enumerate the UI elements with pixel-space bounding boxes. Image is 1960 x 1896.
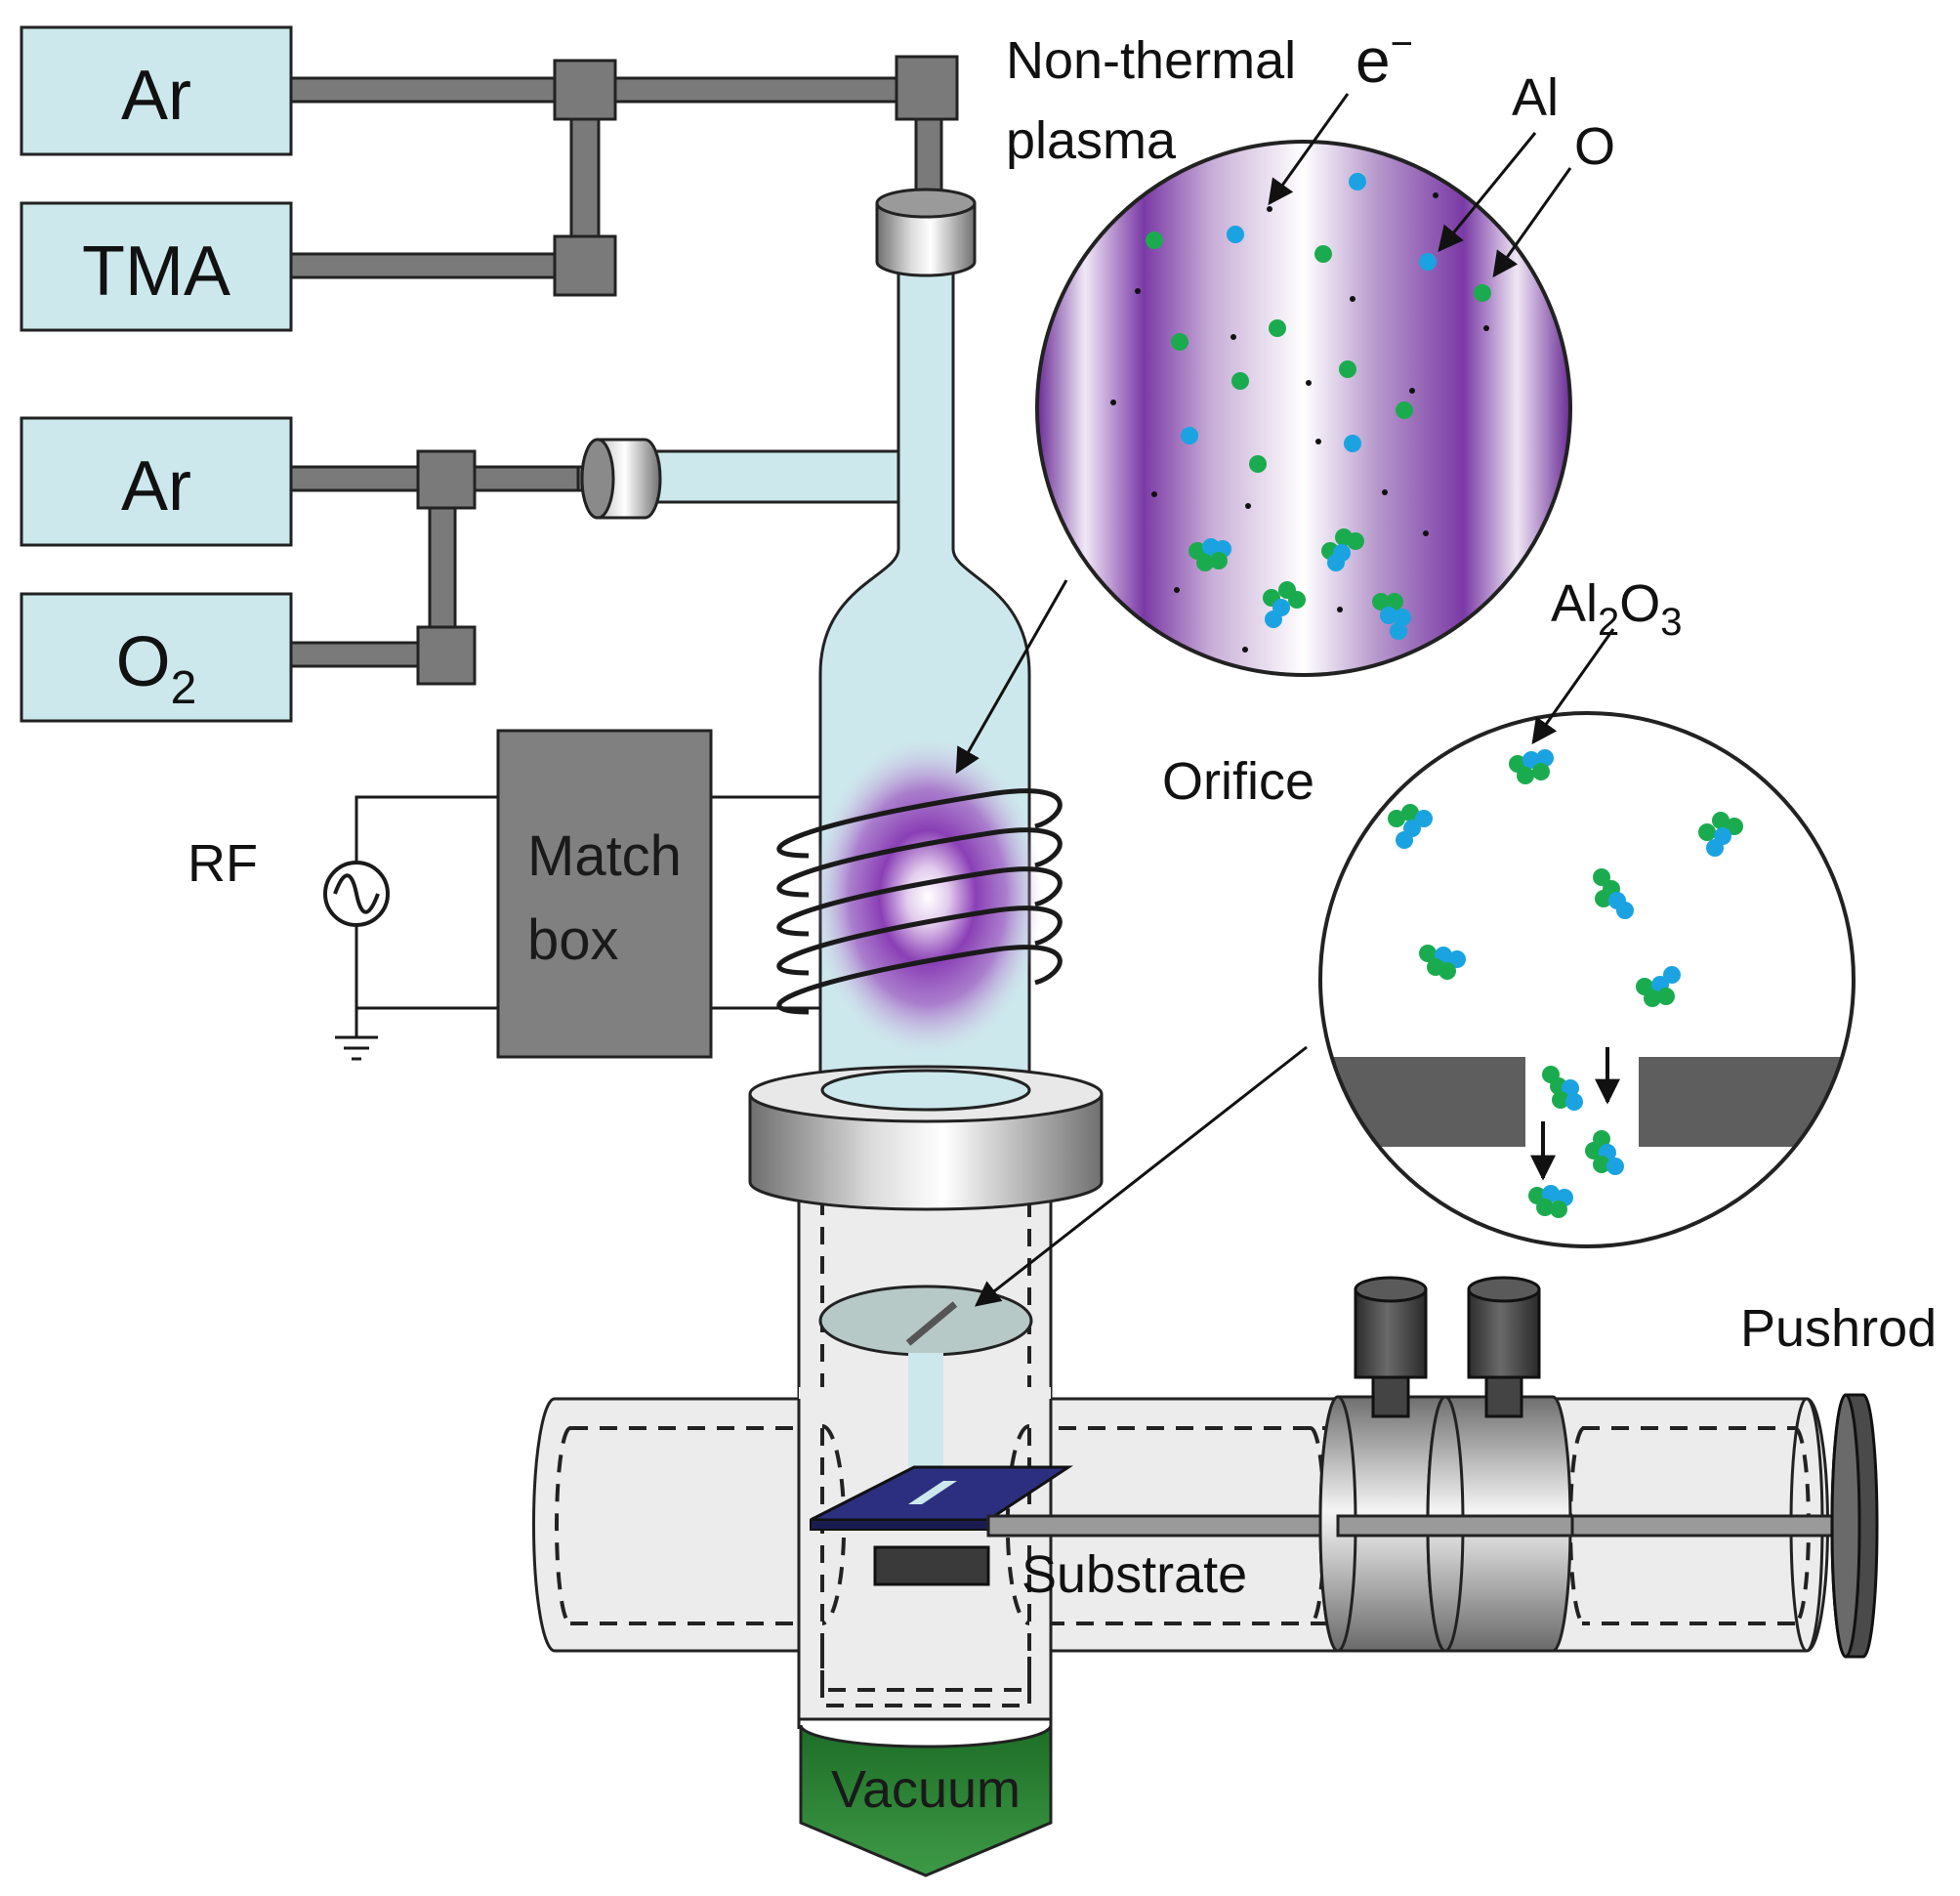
- gas-label-tma: TMA: [82, 232, 230, 311]
- gas-label-o2: O2: [116, 623, 197, 714]
- knob-2: [1467, 1276, 1541, 1418]
- vacuum-label: Vacuum: [831, 1760, 1021, 1819]
- rf-label: RF: [188, 834, 258, 893]
- al2o3-clusters-orifice: [1388, 749, 1743, 1218]
- flange: [748, 1065, 1104, 1211]
- orifice-magnified-view: [1318, 711, 1856, 1248]
- valve-junction-2: [553, 234, 617, 297]
- match-box: Match box: [496, 729, 713, 1059]
- valve-junction-4: [416, 449, 477, 510]
- plasma-particles: [1110, 173, 1491, 653]
- electron-pointer: [1268, 93, 1350, 206]
- o-label: O: [1574, 117, 1615, 176]
- gas-source-ar-bottom: Ar: [20, 416, 293, 547]
- al2o3-pointer: [1531, 628, 1615, 745]
- rf-coil: [776, 788, 1063, 1015]
- rf-circuit: [335, 795, 820, 1061]
- gas-source-o2: O2: [20, 592, 293, 723]
- match-box-label-1: Match: [527, 824, 682, 888]
- plasma-glow: [813, 738, 1043, 1055]
- pushrod-handle: [1830, 1393, 1879, 1659]
- gas-source-tma: TMA: [20, 201, 293, 332]
- plasma-magnified-view: [1035, 140, 1572, 677]
- al2o3-label: Al2O3: [1551, 574, 1683, 644]
- substrate-label: Substrate: [1022, 1545, 1247, 1604]
- gas-label-ar-bottom: Ar: [121, 447, 191, 526]
- rf-source-icon: [323, 861, 390, 927]
- electron-label: e−: [1355, 22, 1413, 96]
- valve-junction-1: [553, 59, 617, 121]
- al-label: Al: [1512, 68, 1559, 127]
- orifice-pointer: [974, 1045, 1308, 1307]
- valve-junction-3: [895, 55, 959, 121]
- plasma-label: plasma: [1006, 111, 1177, 170]
- vacuum-port: Vacuum: [799, 1724, 1053, 1877]
- pointer-arrows: [955, 93, 1615, 1307]
- al-pointer: [1438, 132, 1537, 253]
- gas-lines-bottom: [289, 449, 586, 686]
- substrate: [810, 1465, 1074, 1586]
- gas-label-ar-top: Ar: [121, 57, 191, 135]
- plasma-pointer: [955, 579, 1068, 775]
- non-thermal-label: Non-thermal: [1006, 31, 1296, 90]
- orifice-plate-right: [1639, 1057, 1854, 1147]
- orifice-label: Orifice: [1162, 752, 1314, 811]
- gas-lines-top: [289, 55, 959, 297]
- knob-1: [1354, 1276, 1428, 1418]
- match-box-label-2: box: [527, 908, 619, 972]
- gas-source-ar-top: Ar: [20, 25, 293, 156]
- o-pointer: [1492, 167, 1572, 278]
- valve-junction-5: [416, 625, 477, 686]
- pushrod-label: Pushrod: [1740, 1299, 1937, 1358]
- side-inlet-tube: [576, 438, 910, 520]
- al2o3-clusters-plasma: [1189, 528, 1411, 640]
